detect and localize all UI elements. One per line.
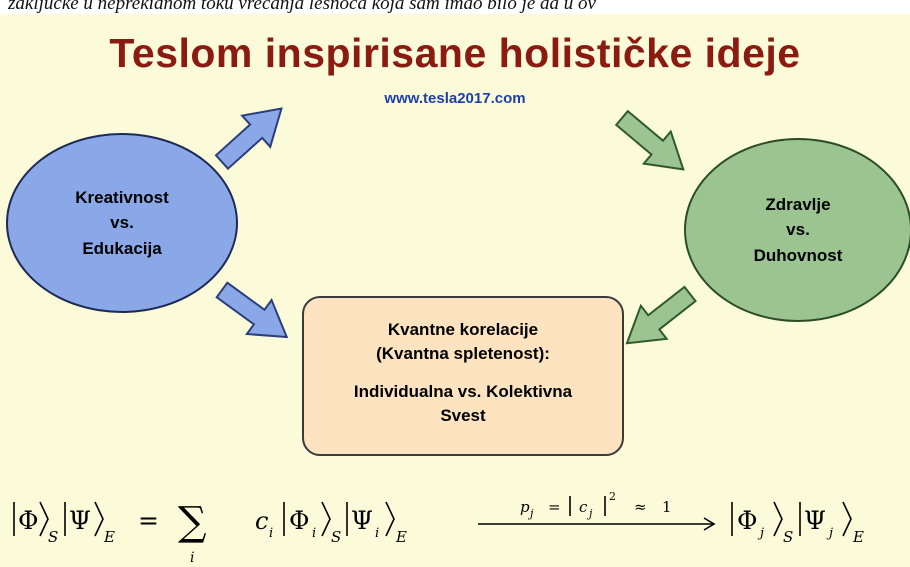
center-line1: Kvantne korelacije <box>387 320 539 339</box>
formula-coef-index: i <box>269 526 273 541</box>
formula-sum: ∑ <box>178 499 207 545</box>
formula-equals: = <box>138 506 159 535</box>
top-text-strip: zaključke u neprekidnom toku vrećanja le… <box>0 0 910 14</box>
node-left-line1: Kreativnost <box>75 187 169 207</box>
cond-one: 1 <box>662 498 672 516</box>
formula-psi: Ψ <box>69 506 91 535</box>
center-line2: (Kvantna spletenost): <box>376 344 550 363</box>
node-left-line2: vs. <box>110 213 134 233</box>
cond-p: p <box>520 498 530 516</box>
formula-coef: c <box>255 507 268 535</box>
node-health-spirituality: Zdravlje vs. Duhovnost <box>684 138 910 322</box>
formula-psi-j-index: j <box>826 526 833 541</box>
node-right-line3: Duhovnost <box>753 245 843 265</box>
cond-c-index: j <box>586 507 593 520</box>
header-snippet: zaključke u neprekidnom toku vrećanja le… <box>8 0 596 14</box>
arrow-top-right <box>614 109 685 171</box>
cond-approx: ≈ <box>634 498 647 516</box>
arrows-layer <box>214 107 697 345</box>
formula-psi-i-index: i <box>375 526 379 541</box>
formula-sum-index: i <box>190 550 194 566</box>
website-url: www.tesla2017.com <box>384 90 526 107</box>
formula-psi-i: Ψ <box>351 506 373 535</box>
cond-c: c <box>579 498 588 516</box>
formula-phi: Φ <box>18 506 39 535</box>
arrow-bottom-right <box>625 285 697 345</box>
formula-sub-s-2: S <box>331 528 341 546</box>
entanglement-formula: Φ S Ψ E = ∑ i c i Φ i S Ψ i E p j = c j … <box>0 482 910 567</box>
formula-phi-i: Φ <box>289 506 310 535</box>
center-line3: Individualna vs. Kolektivna <box>353 382 573 401</box>
cond-equals: = <box>548 498 561 516</box>
node-creativity-education: Kreativnost vs. Edukacija <box>6 133 238 313</box>
center-line4: Svest <box>440 406 486 425</box>
node-left-line3: Edukacija <box>82 238 162 258</box>
formula-psi-j: Ψ <box>804 506 826 535</box>
cond-p-index: j <box>527 507 534 520</box>
formula-phi-j: Φ <box>737 506 758 535</box>
formula-sub-s-3: S <box>783 528 793 546</box>
formula-sub-e-2: E <box>395 528 407 546</box>
formula-phi-i-index: i <box>312 526 316 541</box>
arrow-top-left <box>214 107 283 171</box>
diagram-title: Teslom inspirisane holističke ideje <box>109 30 801 76</box>
node-quantum-correlations: Kvantne korelacije (Kvantna spletenost):… <box>302 296 624 456</box>
node-right-line2: vs. <box>786 220 810 240</box>
arrow-bottom-left <box>215 281 289 339</box>
formula-sub-e: E <box>103 528 115 546</box>
formula-phi-j-index: j <box>757 526 764 541</box>
cond-square: 2 <box>609 490 616 503</box>
node-right-line1: Zdravlje <box>765 194 831 214</box>
formula-sub-s: S <box>48 528 58 546</box>
formula-sub-e-3: E <box>852 528 864 546</box>
formula-svg: Φ S Ψ E = ∑ i c i Φ i S Ψ i E p j = c j … <box>13 490 864 566</box>
